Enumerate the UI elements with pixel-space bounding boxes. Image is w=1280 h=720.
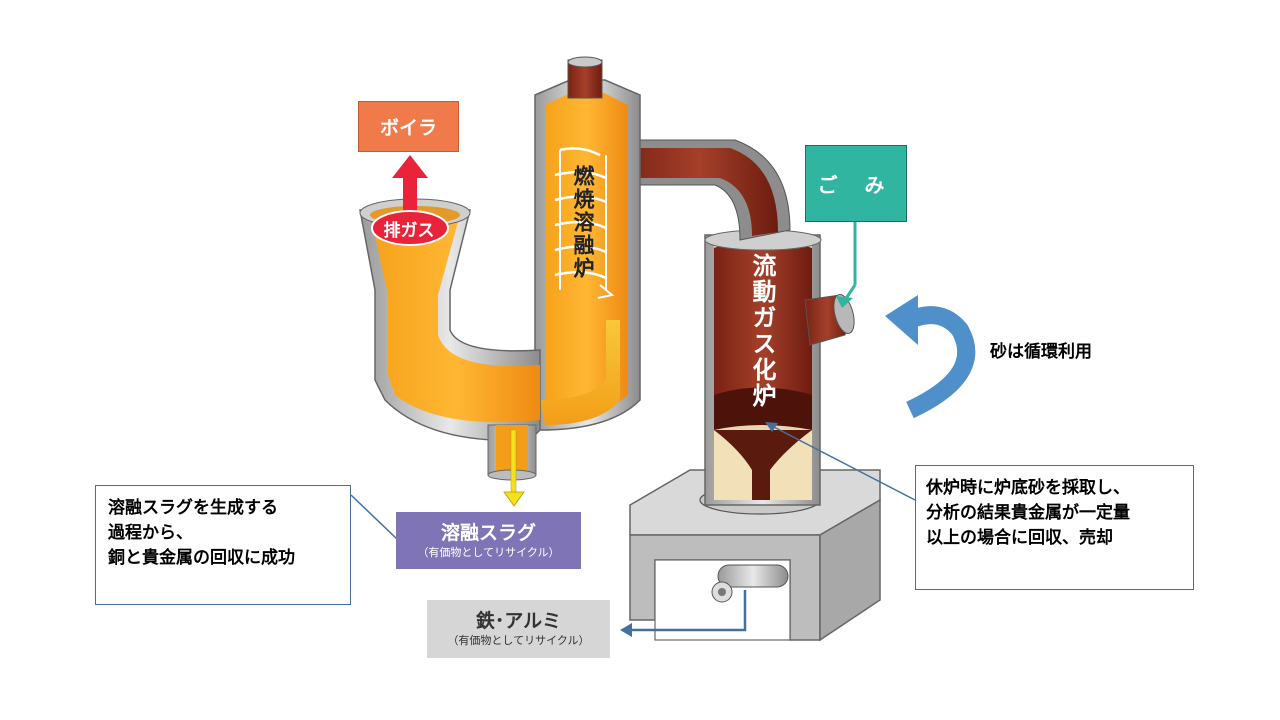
callout-line: 休炉時に炉底砂を採取し、: [926, 478, 1130, 498]
iron-aluminum-label: 鉄･アルミ （有価物としてリサイクル）: [427, 600, 610, 658]
callout-line: 過程から、: [108, 523, 193, 543]
iron-aluminum-sub: （有価物としてリサイクル）: [447, 634, 590, 647]
callout-line: 銅と貴金属の回収に成功: [108, 548, 295, 568]
sand-sampling-callout: 休炉時に炉底砂を採取し、 分析の結果貴金属が一定量 以上の場合に回収、売却: [915, 465, 1194, 590]
exhaust-gas-label: 排ガス: [383, 220, 435, 241]
melting-furnace-label: 燃焼溶融炉: [571, 165, 595, 280]
slag-drop-arrow: [503, 429, 525, 507]
molten-slag-label: 溶融スラグ （有価物としてリサイクル）: [396, 512, 581, 569]
molten-slag-sub: （有価物としてリサイクル）: [417, 545, 560, 559]
discharge-roller: [711, 564, 789, 603]
gasification-furnace-label: 流動ガス化炉: [748, 253, 776, 409]
boiler-label: ボイラ: [358, 101, 459, 152]
sand-recycle-text: 砂は循環利用: [990, 342, 1092, 362]
iron-aluminum-title: 鉄･アルミ: [475, 610, 562, 632]
callout-line: 以上の場合に回収、売却: [926, 528, 1113, 548]
connecting-duct: [619, 139, 791, 241]
slag-recovery-callout: 溶融スラグを生成する 過程から、 銅と貴金属の回収に成功: [95, 485, 351, 605]
garbage-arrow: [836, 222, 857, 308]
gasification-furnace: [704, 229, 855, 506]
garbage-label: ご み: [805, 145, 907, 222]
callout-line: 分析の結果貴金属が一定量: [926, 503, 1130, 523]
exhaust-arrow: [371, 155, 449, 246]
melting-furnace: [534, 56, 641, 431]
molten-slag-title: 溶融スラグ: [440, 521, 536, 544]
sand-recycle-arrow: [885, 295, 976, 419]
callout-line: 溶融スラグを生成する: [108, 498, 278, 518]
u-bend-duct: [359, 198, 541, 481]
callout-pointers: [350, 422, 916, 541]
metal-outlet-arrow: [620, 590, 747, 637]
